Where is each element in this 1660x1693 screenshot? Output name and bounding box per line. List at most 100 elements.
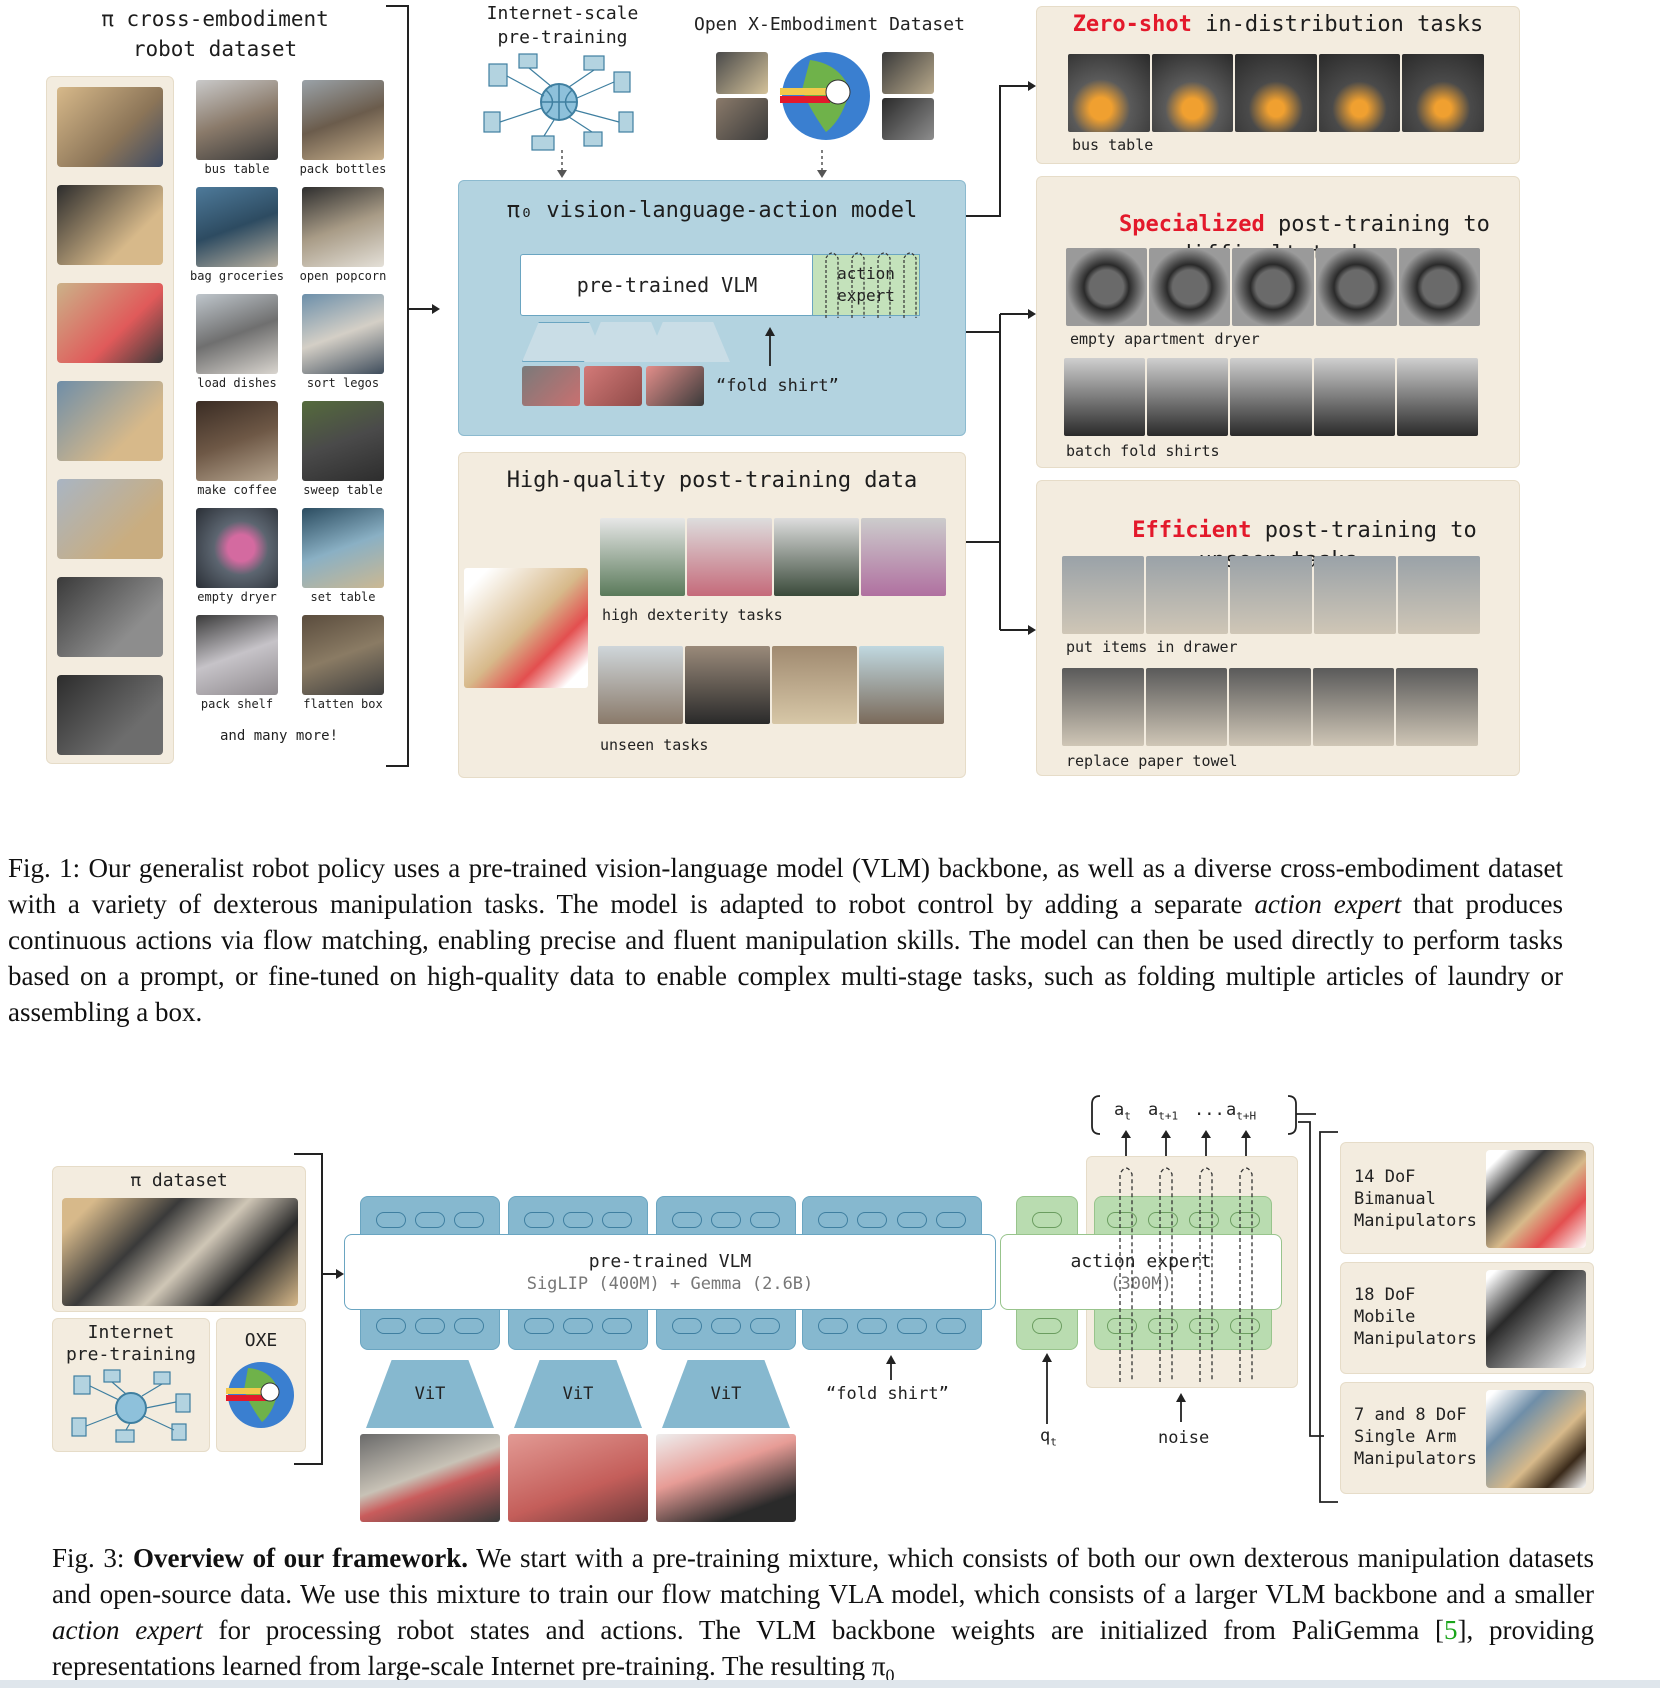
hq-row-2-label: unseen tasks bbox=[600, 736, 708, 754]
fig3-caption-italic: action expert bbox=[52, 1615, 203, 1645]
camera-image bbox=[508, 1434, 648, 1522]
efficient-row-2-label: replace paper towel bbox=[1066, 752, 1238, 770]
camera-image bbox=[584, 366, 642, 406]
camera-image bbox=[522, 366, 580, 406]
dataset-brace bbox=[380, 4, 440, 780]
robot-image bbox=[57, 577, 163, 657]
efficient-row-1-label: put items in drawer bbox=[1066, 638, 1238, 656]
camera-image bbox=[360, 1434, 500, 1522]
noise-arrow bbox=[1174, 1392, 1188, 1422]
camera-image bbox=[646, 366, 704, 406]
task-thumb bbox=[302, 294, 384, 374]
fig1-caption: Fig. 1: Our generalist robot policy uses… bbox=[8, 850, 1563, 1030]
vlm-title: pre-trained VLM bbox=[345, 1251, 995, 1273]
task-label: empty dryer bbox=[196, 590, 278, 604]
task-label: bus table bbox=[196, 162, 278, 176]
prompt-label: “fold shirt” bbox=[826, 1384, 949, 1404]
citation-link[interactable]: 5 bbox=[1444, 1615, 1458, 1645]
fig3-caption-bold: Overview of our framework. bbox=[133, 1543, 468, 1573]
action-token: at+H bbox=[1226, 1100, 1256, 1122]
task-thumb bbox=[196, 80, 278, 160]
robot-image bbox=[57, 381, 163, 461]
output-connectors bbox=[966, 70, 1036, 640]
hq-title: High-quality post-training data bbox=[470, 466, 954, 496]
fig3-caption-text: Fig. 3: bbox=[52, 1543, 133, 1573]
vit-encoder: ViT bbox=[366, 1360, 494, 1428]
dataset-title: π cross-embodiment robot dataset bbox=[70, 4, 360, 64]
robot-platform-label: 18 DoF Mobile Manipulators bbox=[1354, 1284, 1477, 1350]
task-thumb bbox=[302, 401, 384, 481]
task-thumb bbox=[302, 615, 384, 695]
efficient-highlight: Efficient bbox=[1132, 518, 1251, 543]
zero-shot-row-label: bus table bbox=[1072, 136, 1153, 154]
specialized-highlight: Specialized bbox=[1119, 212, 1265, 237]
task-label: flatten box bbox=[296, 697, 390, 711]
input-brace bbox=[292, 1152, 348, 1468]
globe-icon bbox=[780, 50, 872, 142]
specialized-row-1-images bbox=[1066, 248, 1480, 326]
zero-shot-title: Zero-shot in-distribution tasks bbox=[1036, 10, 1520, 40]
zero-shot-images bbox=[1068, 54, 1484, 132]
task-label: pack shelf bbox=[196, 697, 278, 711]
oxe-thumb bbox=[716, 52, 768, 94]
oxe-arrow bbox=[816, 150, 828, 180]
noise-label: noise bbox=[1158, 1428, 1209, 1448]
robot-platform-label: 7 and 8 DoF Single Arm Manipulators bbox=[1354, 1404, 1477, 1470]
task-label: set table bbox=[302, 590, 384, 604]
prompt-label: “fold shirt” bbox=[716, 376, 839, 396]
task-label: bag groceries bbox=[188, 269, 286, 283]
flow-loops bbox=[1112, 1160, 1262, 1386]
action-token: at+1 bbox=[1148, 1100, 1178, 1122]
hq-robot-image bbox=[464, 568, 588, 688]
specialized-row-2-images bbox=[1064, 358, 1478, 436]
efficient-row-1-images bbox=[1062, 556, 1480, 634]
oxe-thumb bbox=[716, 98, 768, 140]
robot-platform-image bbox=[1486, 1390, 1586, 1488]
qt-label: qt bbox=[1040, 1426, 1057, 1448]
prompt-arrow bbox=[764, 326, 776, 366]
hq-row-1-images bbox=[600, 518, 946, 596]
task-thumb bbox=[196, 294, 278, 374]
robot-platform-image bbox=[1486, 1270, 1586, 1368]
vit-encoder: ViT bbox=[662, 1360, 790, 1428]
internet-label: Internet-scale pre-training bbox=[470, 2, 655, 50]
task-thumb bbox=[196, 187, 278, 267]
fig3-caption-text: for processing robot states and actions.… bbox=[203, 1615, 1444, 1645]
qt-arrow bbox=[1040, 1352, 1054, 1424]
dataset-robots-image bbox=[62, 1198, 298, 1306]
pi-dataset-label: π dataset bbox=[52, 1170, 306, 1191]
task-label: open popcorn bbox=[296, 269, 390, 283]
robot-platform-image bbox=[1486, 1150, 1586, 1248]
task-label: make coffee bbox=[196, 483, 278, 497]
fig1-caption-italic: action expert bbox=[1254, 889, 1401, 919]
many-more-label: and many more! bbox=[220, 728, 338, 744]
vlm-box: pre-trained VLM SigLIP (400M) + Gemma (2… bbox=[344, 1234, 996, 1310]
task-thumb bbox=[196, 615, 278, 695]
specialized-row-2-label: batch fold shirts bbox=[1066, 442, 1220, 460]
task-label: sort legos bbox=[302, 376, 384, 390]
robot-image bbox=[57, 185, 163, 265]
globe-icon bbox=[226, 1360, 296, 1430]
camera-image bbox=[656, 1434, 796, 1522]
robot-image bbox=[57, 283, 163, 363]
vlm-label: pre-trained VLM bbox=[577, 273, 758, 297]
vit-encoder: ViT bbox=[514, 1360, 642, 1428]
internet-icon bbox=[474, 52, 644, 152]
vlm-subtitle: SigLIP (400M) + Gemma (2.6B) bbox=[345, 1273, 995, 1295]
robots-brace bbox=[1298, 1114, 1340, 1506]
task-label: load dishes bbox=[196, 376, 278, 390]
robot-image bbox=[57, 675, 163, 755]
task-thumb bbox=[302, 508, 384, 588]
robot-image bbox=[57, 87, 163, 167]
specialized-row-1-label: empty apartment dryer bbox=[1070, 330, 1260, 348]
robot-column bbox=[46, 76, 174, 764]
zero-shot-rest: in-distribution tasks bbox=[1192, 12, 1483, 37]
oxe-thumb bbox=[882, 52, 934, 94]
hq-row-2-images bbox=[598, 646, 944, 724]
zero-shot-highlight: Zero-shot bbox=[1073, 12, 1192, 37]
efficient-row-2-images bbox=[1062, 668, 1478, 746]
bottom-scroll-edge bbox=[0, 1680, 1660, 1688]
task-thumb bbox=[196, 508, 278, 588]
vlm-box: pre-trained VLM bbox=[520, 254, 814, 316]
task-thumb bbox=[196, 401, 278, 481]
